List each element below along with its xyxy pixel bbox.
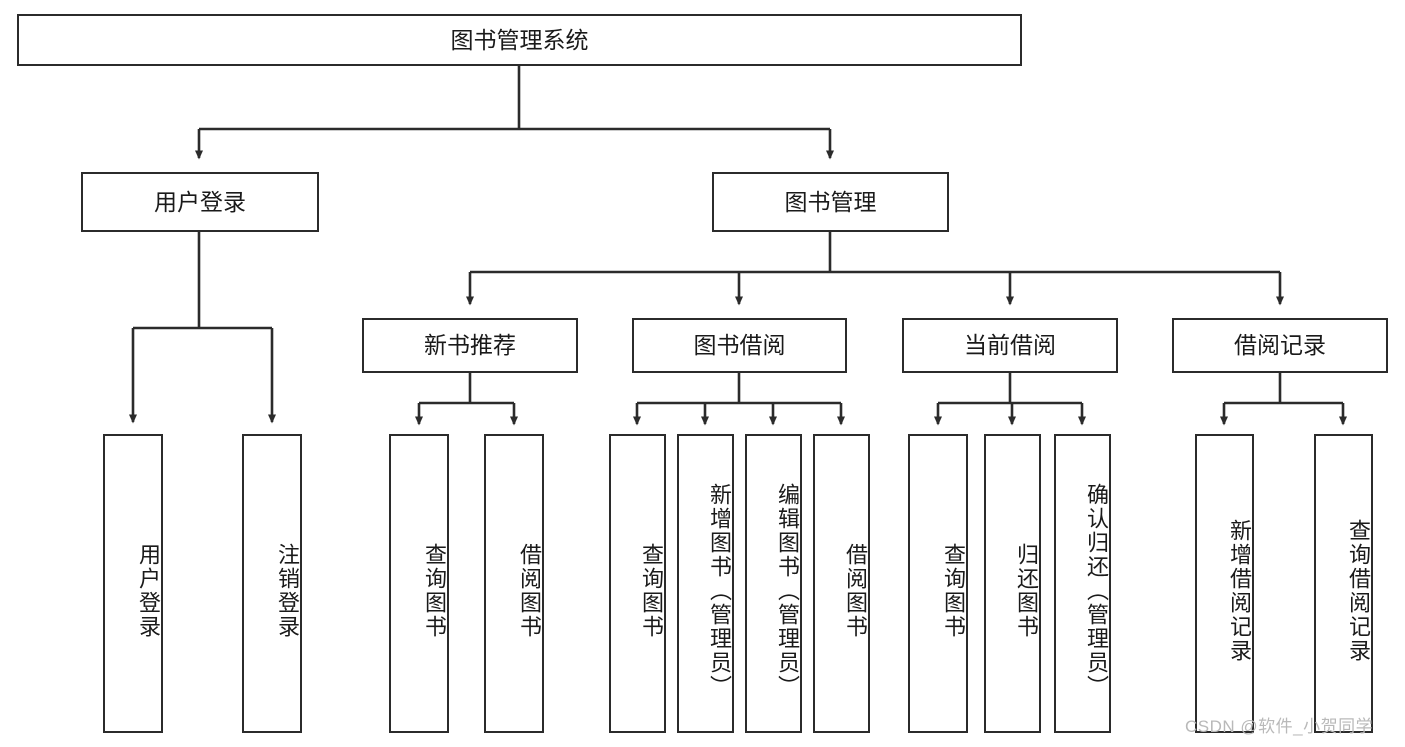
node-leaf-add-book-label: 新增图书（管理员） — [707, 482, 732, 699]
node-user-login[interactable]: 用户登录 — [81, 172, 319, 232]
node-current-borrow[interactable]: 当前借阅 — [902, 318, 1118, 373]
node-leaf-edit-book-label: 编辑图书（管理员） — [775, 482, 800, 699]
node-leaf-query-record[interactable]: 查询借阅记录 — [1314, 434, 1373, 733]
node-leaf-add-book[interactable]: 新增图书（管理员） — [677, 434, 734, 733]
node-leaf-confirm-return-label: 确认归还（管理员） — [1084, 482, 1109, 699]
node-leaf-borrow-book-1-label: 借阅图书 — [517, 542, 542, 639]
node-root-system[interactable]: 图书管理系统 — [17, 14, 1022, 66]
node-book-borrow[interactable]: 图书借阅 — [632, 318, 847, 373]
node-leaf-logout-label: 注销登录 — [275, 542, 300, 639]
node-leaf-confirm-return[interactable]: 确认归还（管理员） — [1054, 434, 1111, 733]
node-leaf-add-record-label: 新增借阅记录 — [1227, 518, 1252, 663]
node-leaf-user-login-label: 用户登录 — [136, 542, 161, 639]
node-book-manage[interactable]: 图书管理 — [712, 172, 949, 232]
node-leaf-add-record[interactable]: 新增借阅记录 — [1195, 434, 1254, 733]
node-leaf-query-book-3-label: 查询图书 — [941, 542, 966, 639]
node-leaf-query-book-2-label: 查询图书 — [639, 542, 664, 639]
node-root-label: 图书管理系统 — [450, 26, 589, 53]
node-leaf-query-book-3[interactable]: 查询图书 — [908, 434, 968, 733]
node-book-borrow-label: 图书借阅 — [693, 332, 786, 359]
node-book-manage-label: 图书管理 — [784, 188, 877, 215]
node-leaf-return-book[interactable]: 归还图书 — [984, 434, 1041, 733]
node-user-login-label: 用户登录 — [154, 188, 246, 215]
node-leaf-query-record-label: 查询借阅记录 — [1346, 518, 1371, 663]
node-leaf-edit-book[interactable]: 编辑图书（管理员） — [745, 434, 802, 733]
node-new-book-recommend-label: 新书推荐 — [424, 332, 516, 359]
node-leaf-borrow-book-1[interactable]: 借阅图书 — [484, 434, 544, 733]
node-leaf-query-book-1-label: 查询图书 — [422, 542, 447, 639]
node-leaf-query-book-2[interactable]: 查询图书 — [609, 434, 666, 733]
node-borrow-record[interactable]: 借阅记录 — [1172, 318, 1388, 373]
node-leaf-user-login[interactable]: 用户登录 — [103, 434, 163, 733]
node-leaf-return-book-label: 归还图书 — [1014, 542, 1039, 639]
node-leaf-query-book-1[interactable]: 查询图书 — [389, 434, 449, 733]
node-new-book-recommend[interactable]: 新书推荐 — [362, 318, 578, 373]
node-leaf-logout[interactable]: 注销登录 — [242, 434, 302, 733]
node-leaf-borrow-book-2-label: 借阅图书 — [843, 542, 868, 639]
node-leaf-borrow-book-2[interactable]: 借阅图书 — [813, 434, 870, 733]
node-current-borrow-label: 当前借阅 — [964, 332, 1056, 359]
node-borrow-record-label: 借阅记录 — [1234, 332, 1326, 359]
